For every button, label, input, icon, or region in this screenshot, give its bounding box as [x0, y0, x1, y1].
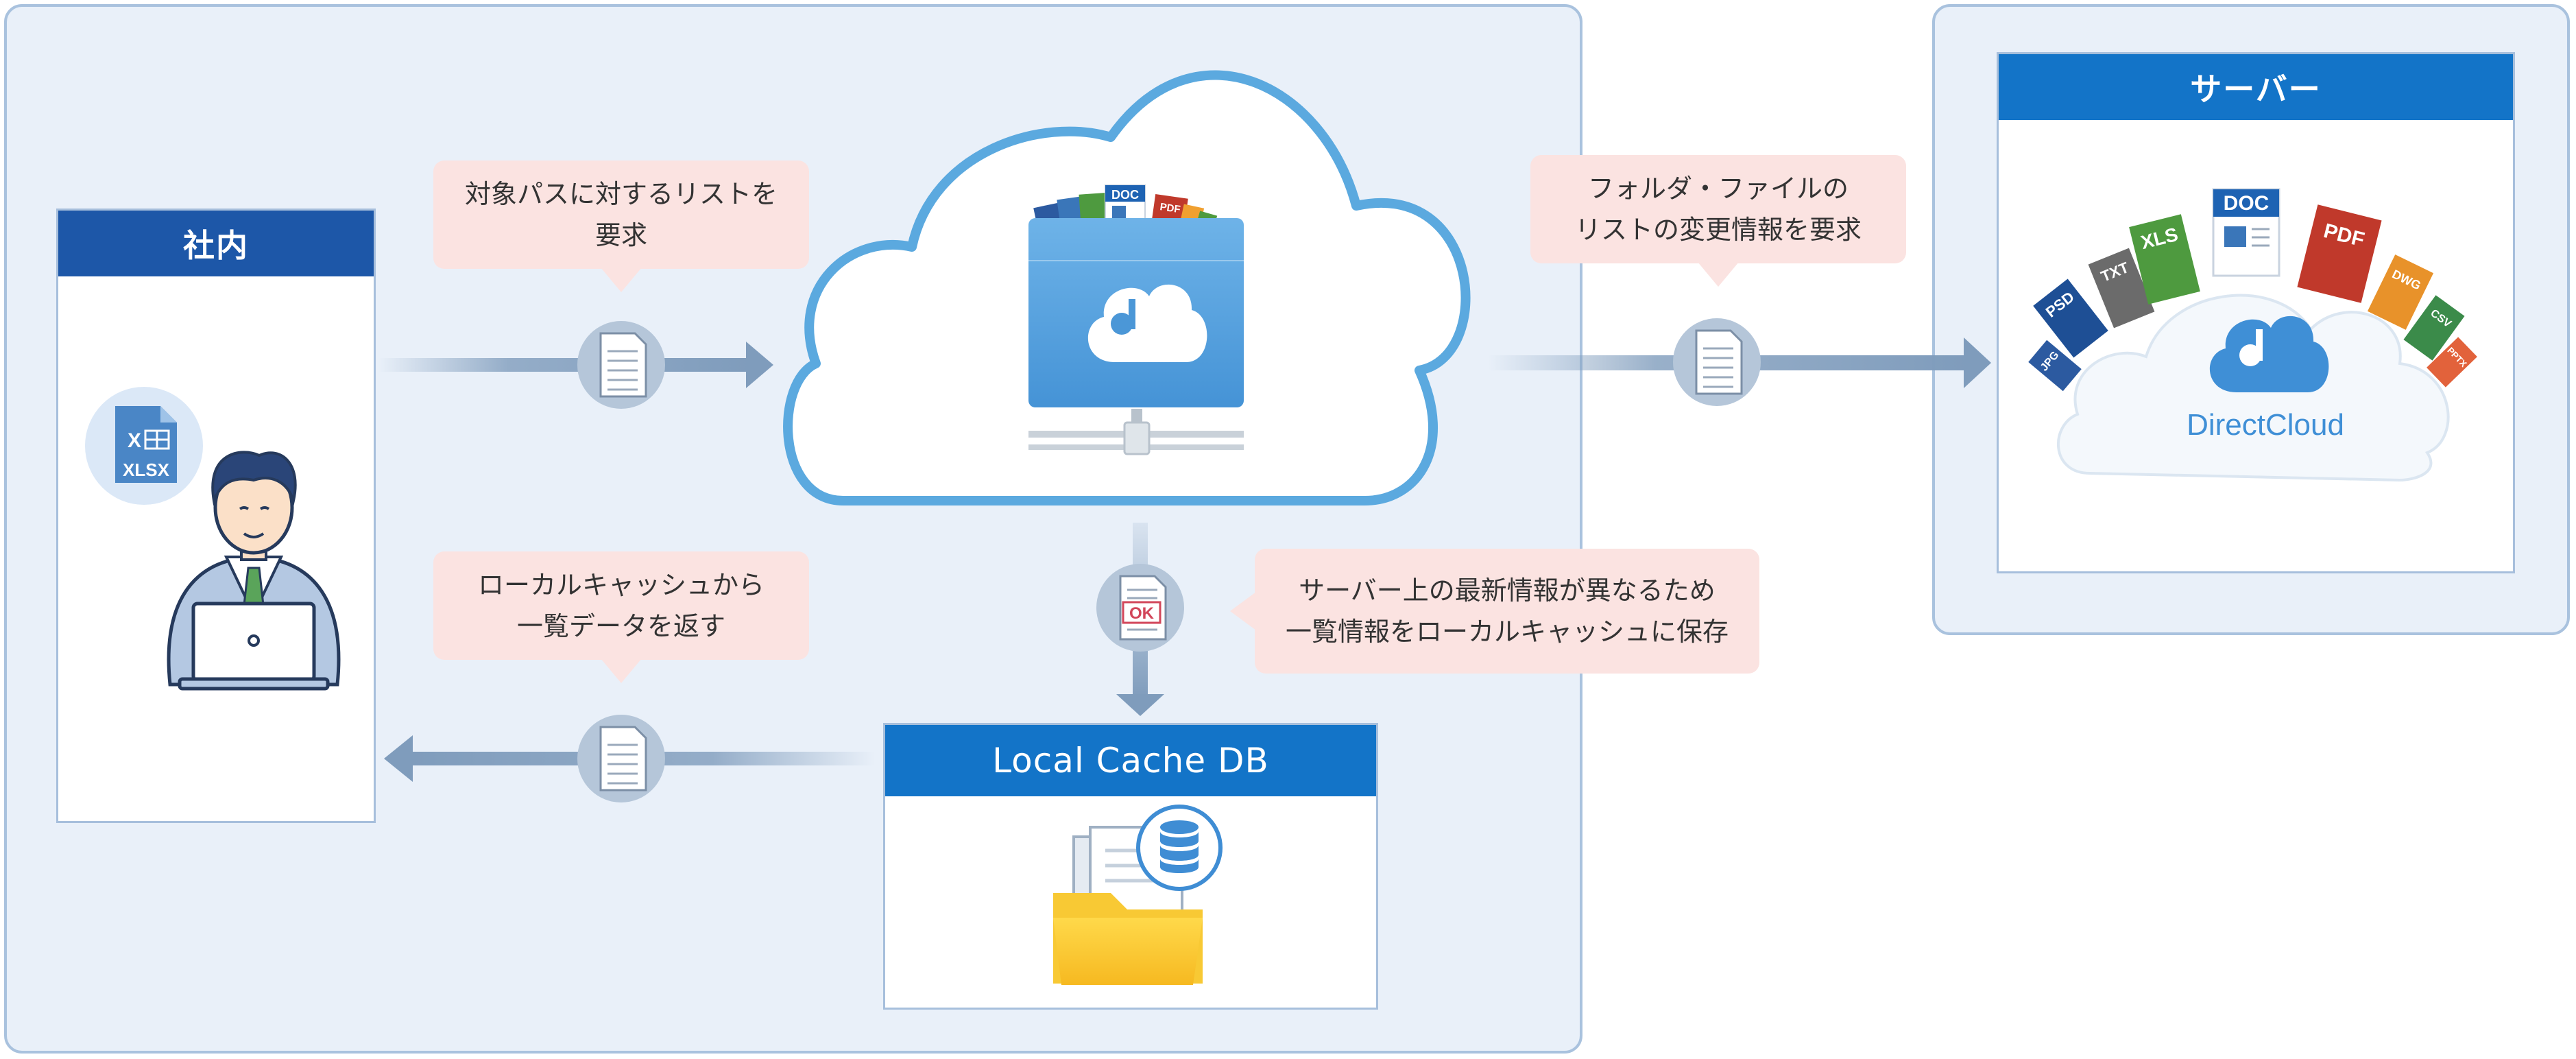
ok-document-icon: OK [1096, 564, 1184, 652]
doc-tag: DOC [1111, 188, 1139, 202]
excel-file-icon: X XLSX [85, 387, 203, 505]
document-icon [1673, 318, 1761, 406]
excel-letter: X [128, 429, 141, 452]
document-icon [577, 715, 665, 802]
bubble-request-changes: フォルダ・ファイルの リストの変更情報を要求 [1530, 155, 1906, 287]
doc-tag: DOC [2224, 192, 2270, 215]
bubble-return-cache-line2: 一覧データを返す [516, 611, 725, 641]
bubble-request-changes-line2: リストの変更情報を要求 [1574, 215, 1862, 245]
ok-stamp-text: OK [1129, 604, 1155, 623]
database-icon [1136, 805, 1223, 891]
bubble-request-changes-line1: フォルダ・ファイルの [1587, 174, 1849, 204]
arrow-request-to-cloud [378, 342, 773, 388]
excel-file-label: XLSX [123, 460, 170, 480]
directcloud-server-icon: JPG PSD TXT XLS DOC PDF DWG CSV PPTX [2028, 188, 2477, 482]
office-header: 社内 [58, 211, 374, 276]
bubble-save-cache-line1: サーバー上の最新情報が異なるため [1299, 575, 1716, 606]
document-icon [577, 321, 665, 409]
directcloud-logo-icon [2209, 316, 2329, 392]
bubble-save-cache-line2: 一覧情報をローカルキャッシュに保存 [1285, 617, 1729, 647]
office-worker-icon [167, 451, 341, 691]
pdf-tag: PDF [1159, 201, 1181, 215]
cloud-server-folder-icon: DOC PDF [1028, 185, 1244, 455]
bubble-return-cache-line1: ローカルキャッシュから [477, 570, 765, 600]
bubble-request-list-line1: 対象パスに対するリストを [464, 179, 778, 209]
server-header: サーバー [1999, 54, 2513, 120]
bubble-return-cache: ローカルキャッシュから 一覧データを返す [433, 551, 809, 683]
bubble-request-list: 対象パスに対するリストを 要求 [433, 160, 809, 292]
bubble-request-list-line2: 要求 [594, 220, 647, 250]
file-fan-icons: JPG PSD TXT XLS DOC PDF DWG CSV PPTX [2028, 188, 2477, 392]
cache-db-header: Local Cache DB [885, 725, 1376, 796]
directcloud-logo-icon [1087, 284, 1207, 362]
bubble-save-cache: サーバー上の最新情報が異なるため 一覧情報をローカルキャッシュに保存 [1230, 549, 1759, 674]
brand-name: DirectCloud [2187, 408, 2344, 442]
